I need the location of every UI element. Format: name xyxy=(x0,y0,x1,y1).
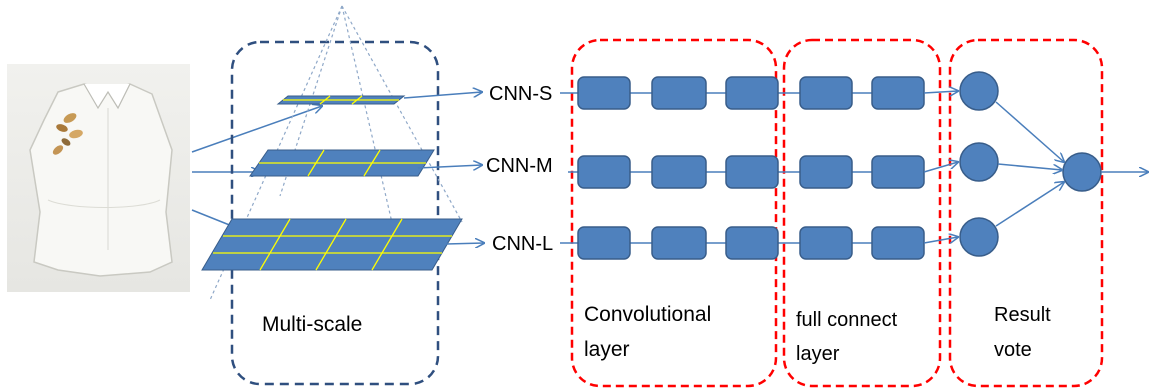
scale-plane-medium xyxy=(249,149,435,177)
full-connect-label-line1: full connect xyxy=(796,309,898,331)
row-cnn-l xyxy=(577,226,925,260)
row-cnn-m xyxy=(577,155,925,189)
fc-block xyxy=(799,226,853,260)
conv-block xyxy=(577,226,631,260)
convolutional-layer-box xyxy=(570,38,778,388)
result-vote-label-line2: vote xyxy=(994,339,1032,361)
conv-block xyxy=(725,76,779,110)
conv-block xyxy=(577,155,631,189)
fc-block xyxy=(871,226,925,260)
result-vote-label-line1: Result xyxy=(994,304,1051,326)
conv-block xyxy=(651,226,707,260)
scale-to-cnn-arrows xyxy=(403,92,484,244)
convolutional-label-line2: layer xyxy=(584,338,630,361)
vote-arrows xyxy=(995,101,1148,227)
row-cnn-s xyxy=(577,76,925,110)
arrow-image-to-small xyxy=(191,106,322,153)
blouse-shape xyxy=(29,83,173,277)
multi-scale-label: Multi-scale xyxy=(262,313,362,336)
vote-nodes xyxy=(959,71,1102,257)
vote-node-s xyxy=(959,71,999,111)
result-vote-box xyxy=(948,38,1104,388)
conv-block xyxy=(651,76,707,110)
row-connectors xyxy=(560,92,872,244)
cnn-m-label: CNN-M xyxy=(486,155,553,177)
conv-block xyxy=(651,155,707,189)
fc-block xyxy=(799,76,853,110)
full-connect-label-line2: layer xyxy=(796,343,840,365)
conv-block xyxy=(577,76,631,110)
convolutional-label-line1: Convolutional xyxy=(584,303,711,326)
blouse-collar xyxy=(83,83,131,110)
fc-block xyxy=(799,155,853,189)
vote-node-m xyxy=(959,142,999,182)
vote-node-l xyxy=(959,217,999,257)
cnn-s-label: CNN-S xyxy=(489,83,552,105)
cnn-l-label: CNN-L xyxy=(492,233,553,255)
fc-block xyxy=(871,76,925,110)
full-connect-layer-box xyxy=(782,38,942,388)
scale-plane-large xyxy=(201,218,463,271)
vote-output-node xyxy=(1062,152,1102,192)
scale-plane-small xyxy=(276,95,406,105)
conv-block xyxy=(725,226,779,260)
multi-scale-box xyxy=(230,40,440,386)
conv-block xyxy=(725,155,779,189)
fc-block xyxy=(871,155,925,189)
input-image xyxy=(7,64,190,292)
fc-to-vote-arrows xyxy=(923,91,958,244)
scale-pyramid xyxy=(209,5,463,301)
embroidery-detail xyxy=(52,113,83,155)
